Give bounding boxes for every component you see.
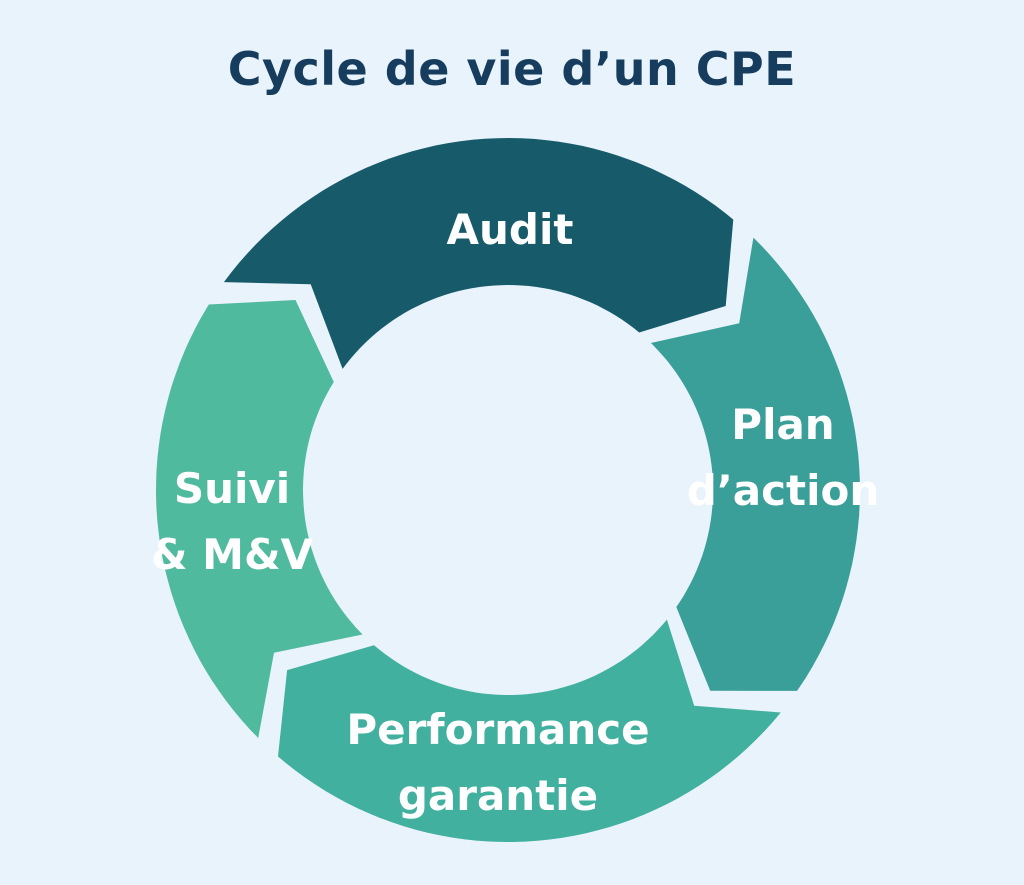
segment-plan-action [650, 237, 860, 691]
stage-label-line: & M&V [150, 530, 314, 579]
segment-suivi-mv [156, 300, 363, 738]
stage-label-line: d’action [686, 466, 880, 515]
segment-audit [223, 138, 734, 369]
segment-performance-garantie [278, 619, 781, 842]
stage-label-plan-action: Plan d’action [687, 392, 880, 524]
stage-label-line: garantie [397, 771, 599, 820]
stage-label-performance: Performance garantie [346, 697, 649, 829]
stage-label-line: Performance [346, 705, 650, 754]
diagram-title: Cycle de vie d’un CPE [227, 42, 797, 96]
stage-label-line: Suivi [173, 464, 291, 513]
stage-label-audit: Audit [447, 197, 574, 263]
stage-label-suivi: Suivi & M&V [151, 456, 313, 588]
stage-label-line: Audit [446, 205, 574, 254]
stage-label-line: Plan [731, 400, 835, 449]
